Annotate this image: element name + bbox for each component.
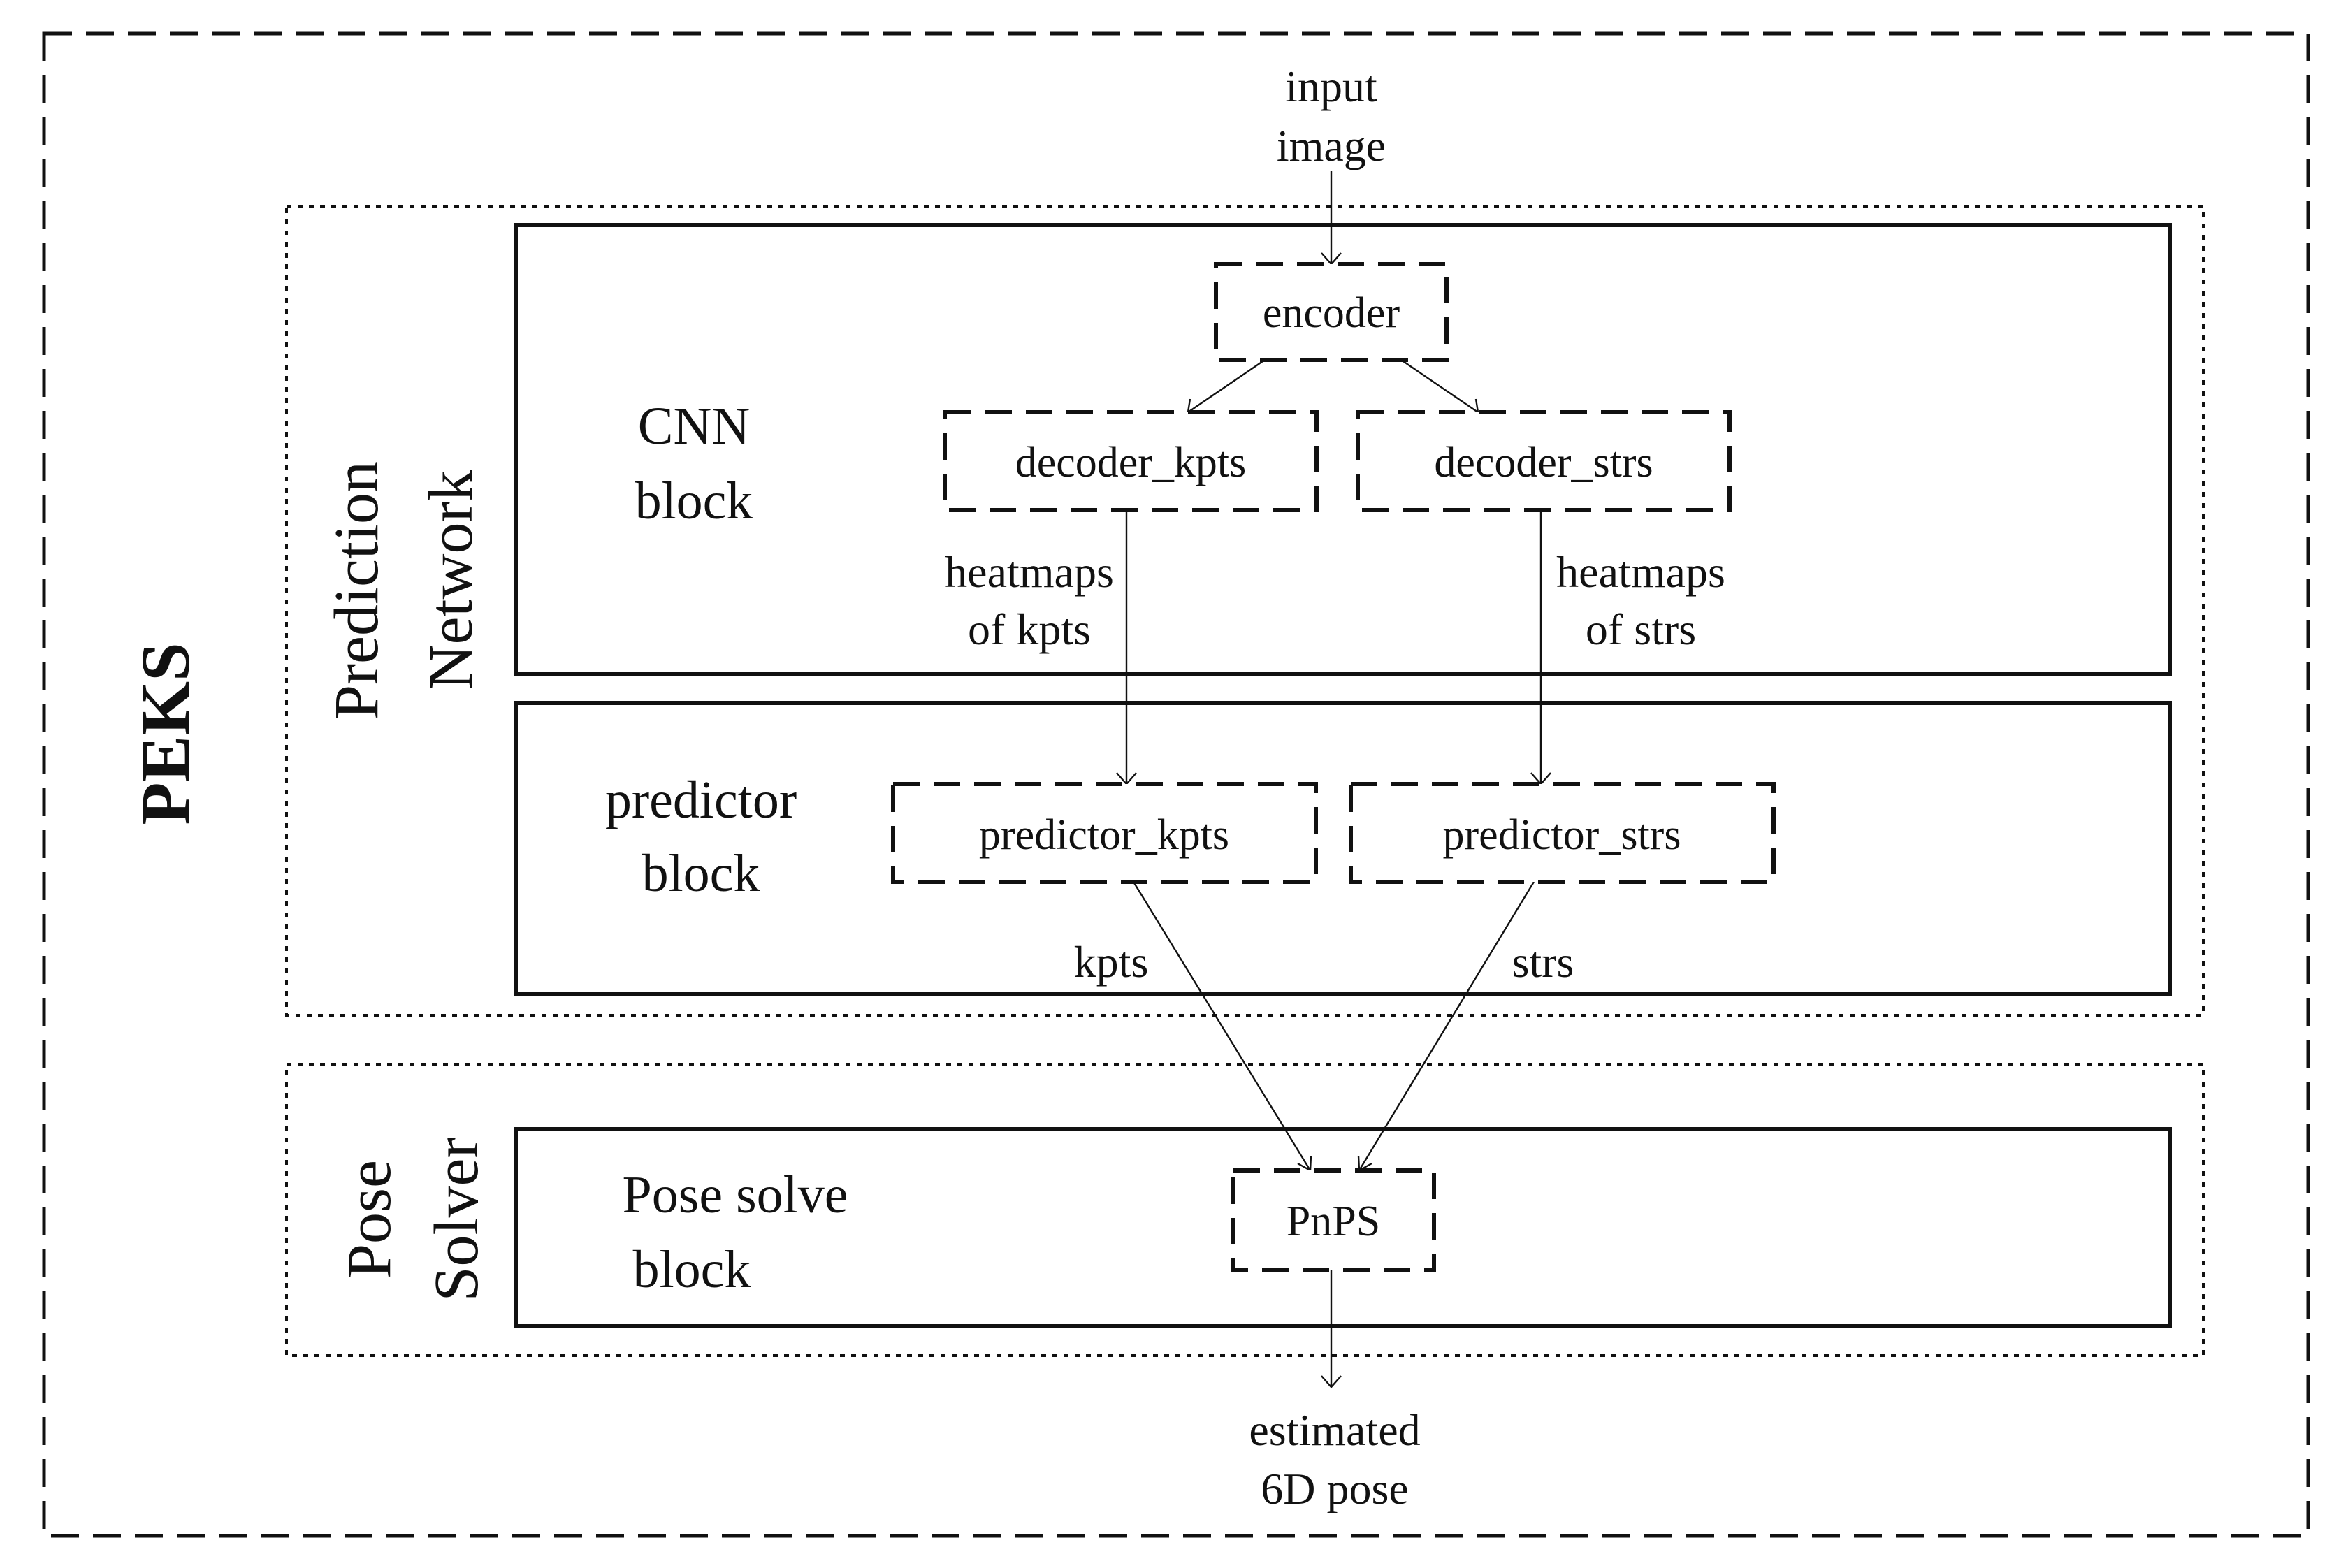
- predictor-block-label-line1: predictor: [605, 771, 797, 829]
- edge-encoder-decoder-kpts: [1187, 359, 1266, 413]
- cnn-block: [514, 223, 2172, 676]
- pose-solver-frame: [285, 1063, 2205, 1357]
- decoder-kpts-label: decoder_kpts: [1015, 439, 1247, 486]
- input-image-label-line2: image: [1277, 121, 1386, 170]
- predictor-block-label-line2: block: [642, 844, 760, 903]
- output-label-line2: 6D pose: [1261, 1464, 1409, 1513]
- pose-solver-label-line2: Solver: [422, 1137, 491, 1301]
- predictor-kpts-node: [891, 782, 1318, 884]
- pnps-label: PnPS: [1287, 1198, 1380, 1245]
- pnps-node: [1231, 1168, 1436, 1272]
- decoder-kpts-node: [943, 410, 1319, 512]
- strs-label: strs: [1512, 937, 1574, 987]
- edge-predictor-strs-pnps: [1358, 881, 1535, 1171]
- prediction-network-label-line2: Network: [416, 470, 486, 690]
- pose-solver-label-line1: Pose: [335, 1160, 404, 1279]
- peks-outer-frame: [42, 31, 2310, 1538]
- predictor-strs-label: predictor_strs: [1443, 811, 1681, 859]
- predictor-kpts-label: predictor_kpts: [979, 811, 1229, 859]
- cnn-block-label-line1: CNN: [638, 397, 750, 456]
- predictor-strs-node: [1349, 782, 1776, 884]
- prediction-network-label-line1: Prediction: [322, 461, 391, 720]
- predictor-block: [514, 701, 2172, 996]
- encoder-node: [1214, 262, 1449, 362]
- encoder-label: encoder: [1263, 289, 1400, 337]
- heatmaps-strs-label-line2: of strs: [1586, 604, 1696, 654]
- peks-title: PEKS: [126, 642, 204, 825]
- heatmaps-kpts-label-line2: of kpts: [968, 604, 1091, 654]
- edge-encoder-decoder-strs: [1400, 359, 1479, 413]
- input-image-label-line1: input: [1285, 61, 1377, 111]
- output-label-line1: estimated: [1249, 1405, 1420, 1455]
- cnn-block-label-line2: block: [635, 472, 753, 530]
- pose-solve-block-label-line1: Pose solve: [623, 1166, 848, 1224]
- decoder-strs-label: decoder_strs: [1434, 439, 1653, 486]
- heatmaps-kpts-label-line1: heatmaps: [945, 547, 1114, 597]
- heatmaps-strs-label-line1: heatmaps: [1556, 547, 1725, 597]
- pose-solve-block: [514, 1127, 2172, 1328]
- decoder-strs-node: [1356, 410, 1732, 512]
- arrowhead-output: [1321, 1375, 1342, 1388]
- edge-predictor-kpts-pnps: [1132, 881, 1312, 1171]
- kpts-label: kpts: [1074, 937, 1149, 987]
- prediction-network-frame: [285, 205, 2205, 1017]
- pose-solve-block-label-line2: block: [633, 1240, 751, 1299]
